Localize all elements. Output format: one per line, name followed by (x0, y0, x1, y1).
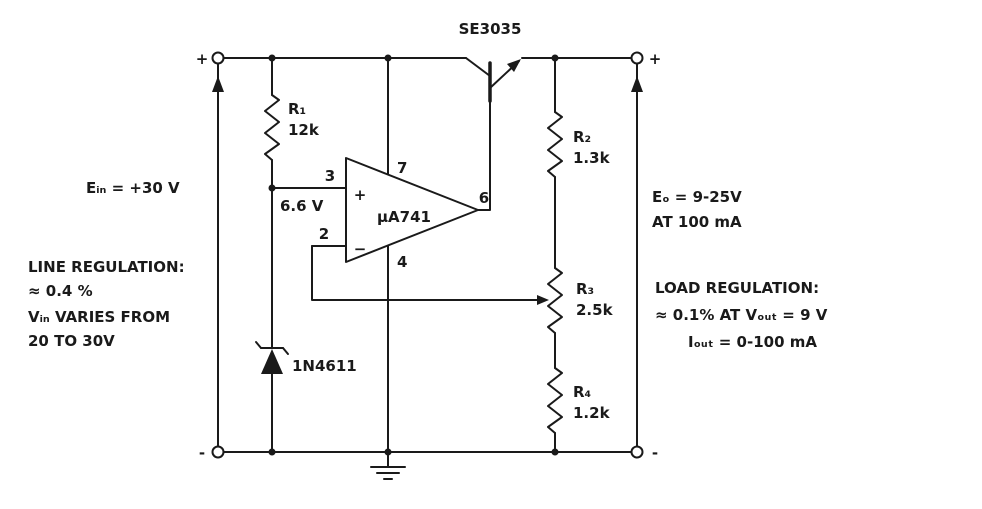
pin4-label: 4 (397, 253, 407, 271)
wiper-arrow-icon (537, 295, 549, 305)
resistor-r1 (264, 94, 280, 161)
r1-name: R₁ (288, 100, 306, 118)
terminal-sign-top-left: + (196, 50, 209, 68)
pass-transistor (465, 57, 521, 103)
feedback-wire (311, 245, 539, 301)
opamp (271, 57, 491, 453)
r4-name: R₄ (573, 383, 591, 401)
transistor-collector (465, 57, 491, 77)
line-regulation-condition1: Vᵢₙ VARIES FROM (28, 308, 170, 326)
junction-dot (268, 184, 276, 192)
load-regulation-value: ≈ 0.1% AT Vₒᵤₜ = 9 V (655, 306, 828, 324)
junction-dot (268, 448, 276, 456)
feedback-path (311, 245, 549, 305)
reference-voltage-label: 6.6 V (280, 197, 324, 215)
zener-bend-left (255, 341, 262, 349)
output-current-label: AT 100 mA (652, 213, 742, 231)
zener-bend-right (282, 347, 289, 355)
output-voltage-label: Eₒ = 9-25V (652, 188, 742, 206)
r2-value: 1.3k (573, 149, 611, 167)
junction-dot (384, 54, 392, 62)
zener-diode (255, 341, 289, 374)
load-regulation-title: LOAD REGULATION: (655, 279, 819, 297)
opamp-minus-input-sign: − (354, 240, 367, 258)
emitter-arrow-icon (507, 59, 521, 72)
r3-name: R₃ (576, 280, 594, 298)
annotations: Eᵢₙ = +30 V LINE REGULATION: ≈ 0.4 % Vᵢₙ… (28, 179, 828, 351)
terminal-sign-bottom-left: - (199, 444, 205, 462)
potentiometer-r3 (547, 267, 563, 334)
line-regulation-title: LINE REGULATION: (28, 258, 185, 276)
junction-dot (268, 54, 276, 62)
opamp-plus-input-sign: + (354, 186, 367, 204)
junction-dot (551, 54, 559, 62)
zener-label: 1N4611 (292, 357, 357, 375)
load-regulation-condition: Iₒᵤₜ = 0-100 mA (688, 333, 817, 351)
terminals: + + - - (196, 50, 662, 462)
r4-value: 1.2k (573, 404, 611, 422)
pin6-label: 6 (479, 189, 489, 207)
terminal-input-negative (211, 445, 225, 459)
r2-name: R₂ (573, 128, 591, 146)
resistor-r4 (547, 367, 563, 434)
opamp-triangle (345, 157, 479, 263)
junction-dot (384, 448, 392, 456)
pin6-output-wire (477, 100, 491, 211)
junction-dot (551, 448, 559, 456)
pin7-label: 7 (397, 159, 407, 177)
terminal-sign-bottom-right: - (652, 444, 658, 462)
pin3-label: 3 (325, 167, 335, 185)
output-current-arrow-icon (631, 76, 643, 92)
terminal-output-positive (630, 51, 644, 65)
line-regulation-value: ≈ 0.4 % (28, 282, 93, 300)
opamp-label: μA741 (377, 208, 431, 226)
terminal-output-negative (630, 445, 644, 459)
component-labels: SE3035 R₁ 12k R₂ 1.3k R₃ 2.5k R₄ 1.2k 1N… (280, 20, 614, 422)
junction-dots (268, 54, 559, 456)
pin2-label: 2 (319, 225, 329, 243)
r1-value: 12k (288, 121, 320, 139)
input-current-arrow-icon (212, 76, 224, 92)
ground-symbol (370, 451, 406, 480)
rails (212, 57, 643, 453)
reference-branch (255, 57, 289, 453)
transistor-label: SE3035 (459, 20, 522, 38)
zener-anode-triangle (261, 349, 283, 374)
resistor-r2 (547, 111, 563, 178)
input-voltage-label: Eᵢₙ = +30 V (86, 179, 180, 197)
terminal-input-positive (211, 51, 225, 65)
line-regulation-condition2: 20 TO 30V (28, 332, 115, 350)
r3-value: 2.5k (576, 301, 614, 319)
terminal-sign-top-right: + (649, 50, 662, 68)
output-divider (547, 57, 563, 453)
